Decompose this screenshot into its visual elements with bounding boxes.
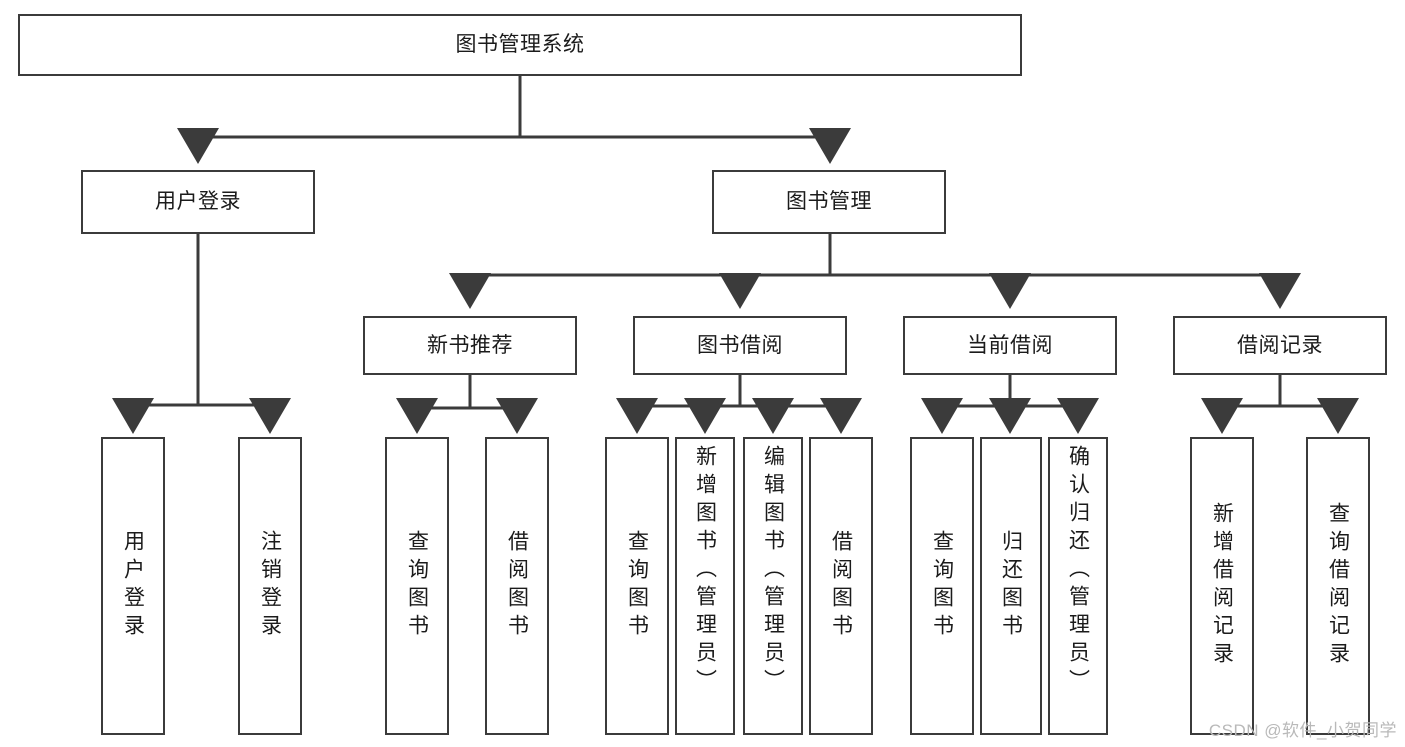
- node-leaf-add-book-label: 新增图书（管理员）: [693, 445, 717, 697]
- node-leaf-return-book[interactable]: 归还图书: [980, 437, 1042, 735]
- csdn-watermark: CSDN @软件_小贺同学: [1208, 721, 1397, 740]
- node-leaf-user-logout-label: 注销登录: [258, 530, 282, 642]
- node-root-label: 图书管理系统: [455, 33, 585, 57]
- node-current-borrow-label: 当前借阅: [967, 333, 1053, 357]
- node-current-borrow[interactable]: 当前借阅: [903, 316, 1117, 375]
- node-root[interactable]: 图书管理系统: [18, 14, 1022, 76]
- node-leaf-query-record-label: 查询借阅记录: [1326, 502, 1350, 670]
- node-borrow-record-label: 借阅记录: [1237, 333, 1323, 357]
- node-book-manage-label: 图书管理: [786, 190, 872, 214]
- node-leaf-user-logout[interactable]: 注销登录: [238, 437, 302, 735]
- node-leaf-borrow-book-1[interactable]: 借阅图书: [485, 437, 549, 735]
- node-leaf-borrow-book-1-label: 借阅图书: [505, 530, 529, 642]
- node-leaf-add-record-label: 新增借阅记录: [1210, 502, 1234, 670]
- node-leaf-query-book-2-label: 查询图书: [625, 530, 649, 642]
- node-user-login-label: 用户登录: [155, 190, 241, 214]
- node-user-login[interactable]: 用户登录: [81, 170, 315, 234]
- node-book-borrow-label: 图书借阅: [697, 333, 783, 357]
- node-leaf-confirm-return[interactable]: 确认归还（管理员）: [1048, 437, 1108, 735]
- node-leaf-borrow-book-2[interactable]: 借阅图书: [809, 437, 873, 735]
- node-leaf-query-book-1-label: 查询图书: [405, 530, 429, 642]
- node-book-manage[interactable]: 图书管理: [712, 170, 946, 234]
- node-leaf-user-login[interactable]: 用户登录: [101, 437, 165, 735]
- node-leaf-query-book-1[interactable]: 查询图书: [385, 437, 449, 735]
- node-leaf-return-book-label: 归还图书: [999, 530, 1023, 642]
- node-leaf-edit-book-label: 编辑图书（管理员）: [761, 445, 785, 697]
- node-leaf-query-book-3[interactable]: 查询图书: [910, 437, 974, 735]
- node-leaf-edit-book[interactable]: 编辑图书（管理员）: [743, 437, 803, 735]
- node-new-book-rec-label: 新书推荐: [427, 333, 513, 357]
- node-book-borrow[interactable]: 图书借阅: [633, 316, 847, 375]
- node-leaf-add-record[interactable]: 新增借阅记录: [1190, 437, 1254, 735]
- node-leaf-query-record[interactable]: 查询借阅记录: [1306, 437, 1370, 735]
- node-leaf-add-book[interactable]: 新增图书（管理员）: [675, 437, 735, 735]
- node-leaf-confirm-return-label: 确认归还（管理员）: [1066, 445, 1090, 697]
- node-leaf-query-book-2[interactable]: 查询图书: [605, 437, 669, 735]
- node-new-book-rec[interactable]: 新书推荐: [363, 316, 577, 375]
- node-leaf-query-book-3-label: 查询图书: [930, 530, 954, 642]
- node-borrow-record[interactable]: 借阅记录: [1173, 316, 1387, 375]
- node-leaf-borrow-book-2-label: 借阅图书: [829, 530, 853, 642]
- node-leaf-user-login-label: 用户登录: [121, 530, 145, 642]
